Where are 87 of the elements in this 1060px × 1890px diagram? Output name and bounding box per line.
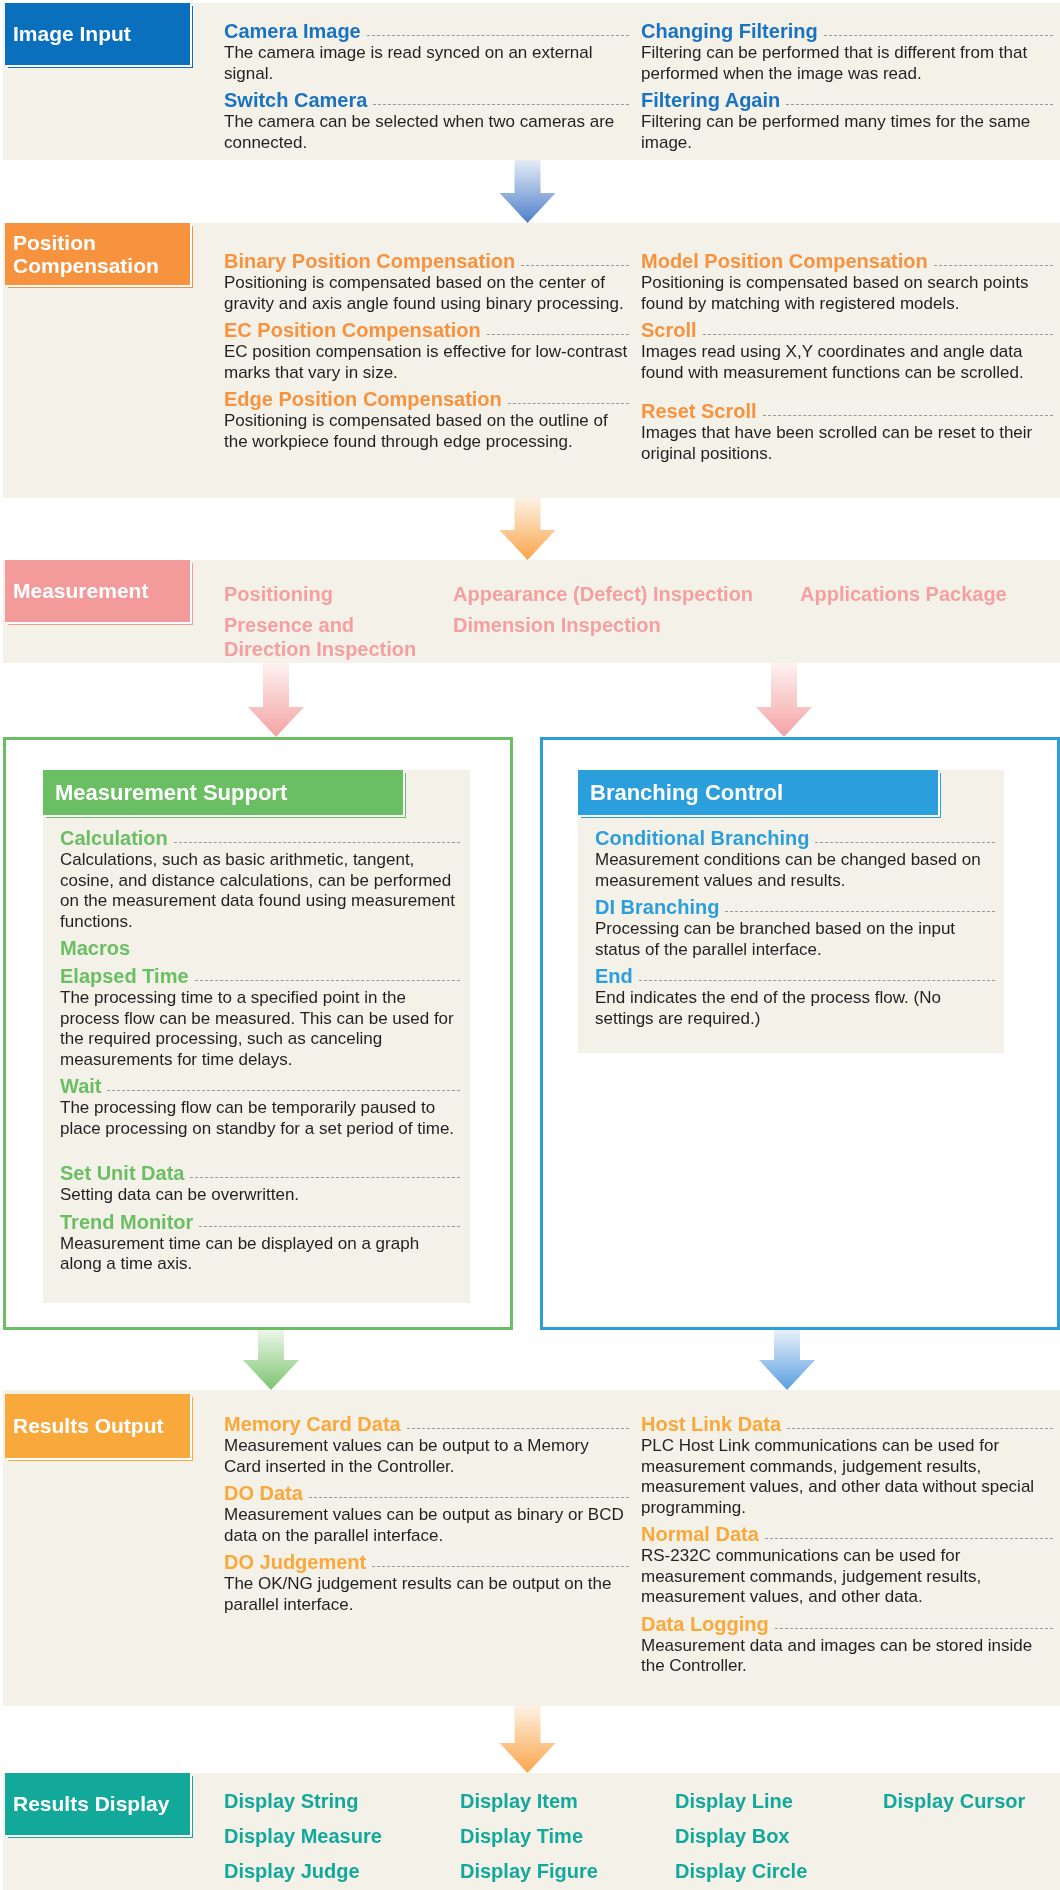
item-heading: Display Cursor bbox=[883, 1789, 1027, 1813]
item-heading: Changing Filtering bbox=[641, 19, 818, 43]
item-description: Filtering can be performed many times for the same image. bbox=[641, 112, 1032, 153]
section-title-tab: Position Compensation bbox=[5, 223, 190, 285]
item-description: The camera can be selected when two cameras are connected. bbox=[224, 112, 616, 153]
item-heading: Normal Data bbox=[641, 1522, 759, 1546]
item-heading: Memory Card Data bbox=[224, 1412, 401, 1436]
item-heading: Appearance (Defect) Inspection bbox=[453, 582, 755, 606]
item-heading: DO Data bbox=[224, 1481, 303, 1505]
item-heading: Elapsed Time bbox=[60, 964, 189, 988]
item-heading: Display Measure bbox=[224, 1824, 383, 1848]
item-heading: Host Link Data bbox=[641, 1412, 782, 1436]
item-heading: Switch Camera bbox=[224, 88, 368, 112]
item-heading: Camera Image bbox=[224, 19, 361, 43]
section-band bbox=[3, 223, 1060, 498]
item-heading: DO Judgement bbox=[224, 1550, 367, 1574]
item-description: Measurement values can be output as binary or BCD data on the parallel interface. bbox=[224, 1505, 625, 1546]
flow-arrow bbox=[756, 663, 812, 737]
item-description: Images read using X,Y coordinates and angle data found with measurement functions can be scrolled. bbox=[641, 342, 1025, 383]
item-description: The camera image is read synced on an external signal. bbox=[224, 43, 594, 84]
item-heading: Wait bbox=[60, 1074, 102, 1098]
item-description: Measurement time can be displayed on a graph along a time axis. bbox=[60, 1233, 421, 1275]
item-heading: Reset Scroll bbox=[641, 399, 757, 423]
item-description: Measurement values can be output to a Memory Card inserted in the Controller. bbox=[224, 1436, 590, 1477]
item-heading: Filtering Again bbox=[641, 88, 781, 112]
item-description: The processing time to a specified point in the process flow can be measured. This can be used for the required processing, such as canceling measurements for time delays. bbox=[60, 988, 455, 1070]
section-band bbox=[3, 1390, 1060, 1706]
section-band bbox=[3, 3, 1060, 160]
flow-arrow bbox=[499, 1706, 556, 1773]
flow-arrow bbox=[759, 1330, 815, 1390]
flow-arrow bbox=[248, 663, 304, 737]
item-heading: Display Box bbox=[675, 1824, 791, 1848]
item-heading: Scroll bbox=[641, 318, 697, 342]
item-heading: Display String bbox=[224, 1789, 360, 1813]
item-heading: Trend Monitor bbox=[60, 1209, 194, 1234]
item-description: End indicates the end of the process flow. (No settings are required.) bbox=[595, 988, 942, 1029]
item-description: Calculations, such as basic arithmetic, tangent, cosine, and distance calculations, can be performed on the measurement data found using measurement functions. bbox=[60, 850, 457, 932]
section-title-bar: Branching Control bbox=[578, 770, 938, 815]
item-description: Measurement data and images can be stored inside the Controller. bbox=[641, 1635, 1034, 1677]
item-heading: End bbox=[595, 964, 633, 988]
item-heading: Dimension Inspection bbox=[453, 613, 662, 637]
item-heading: Display Line bbox=[675, 1789, 794, 1813]
item-description: EC position compensation is effective for low-contrast marks that vary in size. bbox=[224, 342, 629, 383]
item-description: PLC Host Link communications can be used for measurement commands, judgement results, measurement values, and other data without special programming. bbox=[641, 1436, 1036, 1518]
item-heading: Macros bbox=[60, 936, 131, 960]
item-description: Filtering can be performed that is different from that performed when the image was read. bbox=[641, 43, 1029, 84]
item-heading: Display Figure bbox=[460, 1859, 599, 1883]
item-heading: Calculation bbox=[60, 826, 168, 850]
item-heading: Display Item bbox=[460, 1789, 579, 1813]
section-title-tab: Image Input bbox=[5, 3, 190, 65]
group-frame bbox=[3, 737, 513, 1330]
item-heading: Display Judge bbox=[224, 1859, 361, 1883]
item-description: Measurement conditions can be changed based on measurement values and results. bbox=[595, 850, 982, 891]
item-description: Positioning is compensated based on the center of gravity and axis angle found using binary processing. bbox=[224, 273, 625, 314]
item-heading: Positioning bbox=[224, 582, 334, 606]
item-heading: Set Unit Data bbox=[60, 1161, 185, 1185]
section-panel bbox=[43, 770, 470, 1303]
section-band bbox=[3, 1773, 1060, 1890]
section-panel bbox=[578, 770, 1004, 1053]
item-heading: Binary Position Compensation bbox=[224, 249, 516, 273]
item-heading: Display Time bbox=[460, 1824, 585, 1848]
item-description: Positioning is compensated based on the outline of the workpiece found through edge processing. bbox=[224, 411, 609, 452]
item-heading: EC Position Compensation bbox=[224, 318, 481, 342]
section-title-tab: Results Display bbox=[5, 1773, 190, 1835]
item-heading: Display Circle bbox=[675, 1859, 809, 1883]
section-title-tab: Measurement bbox=[5, 560, 190, 622]
section-title-tab: Results Output bbox=[5, 1394, 190, 1458]
item-description: RS-232C communications can be used for measurement commands, judgement results, measurement values, and other data. bbox=[641, 1546, 983, 1608]
item-description: Images that have been scrolled can be reset to their original positions. bbox=[641, 423, 1034, 464]
item-description: The OK/NG judgement results can be output on the parallel interface. bbox=[224, 1574, 613, 1615]
flow-arrow bbox=[499, 160, 556, 223]
item-description: The processing flow can be temporarily paused to place processing on standby for a set period of time. bbox=[60, 1098, 456, 1139]
item-heading: Data Logging bbox=[641, 1611, 769, 1636]
section-band bbox=[3, 560, 1060, 663]
item-heading: Presence and Direction Inspection bbox=[224, 613, 418, 661]
section-title-bar: Measurement Support bbox=[43, 770, 403, 815]
group-frame bbox=[540, 737, 1060, 1330]
flow-arrow bbox=[243, 1330, 299, 1390]
item-heading: Applications Package bbox=[800, 582, 1008, 606]
flow-arrow bbox=[499, 498, 556, 560]
item-description: Setting data can be overwritten. bbox=[60, 1185, 301, 1206]
item-heading: Model Position Compensation bbox=[641, 249, 928, 273]
item-heading: Edge Position Compensation bbox=[224, 387, 502, 411]
item-description: Processing can be branched based on the input status of the parallel interface. bbox=[595, 919, 957, 960]
item-heading: Conditional Branching bbox=[595, 826, 810, 850]
item-heading: DI Branching bbox=[595, 895, 720, 919]
item-description: Positioning is compensated based on search points found by matching with registered models. bbox=[641, 273, 1030, 314]
